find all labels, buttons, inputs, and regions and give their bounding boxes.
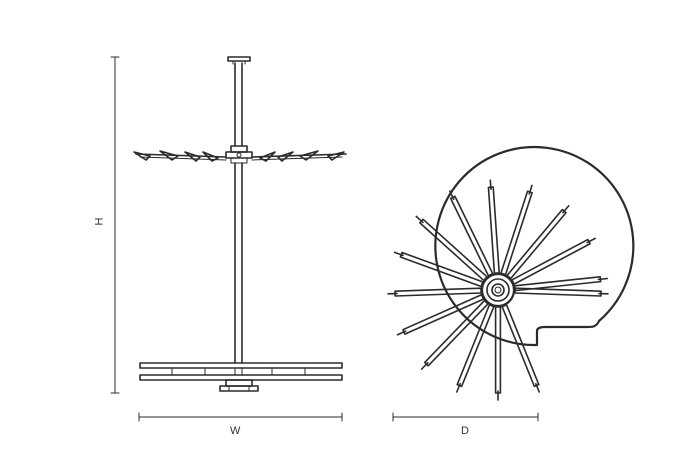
- baluster-tick: [586, 237, 596, 244]
- elevation-view: [110, 56, 347, 422]
- height-label: H: [93, 217, 106, 226]
- base-foot: [219, 379, 259, 392]
- plan-view: [387, 145, 635, 422]
- height-dimension-line: [110, 56, 120, 394]
- center-hub: [480, 272, 516, 308]
- depth-dimension-line: [392, 412, 539, 422]
- baluster-tick: [393, 251, 404, 257]
- baluster-tick: [562, 204, 570, 214]
- baluster-tick: [420, 361, 429, 370]
- tread: [511, 238, 591, 285]
- baluster-tick: [396, 330, 407, 336]
- outer-rim: [434, 145, 635, 347]
- baluster-tick: [528, 184, 533, 195]
- baluster-tick: [415, 215, 424, 224]
- tread: [394, 287, 482, 297]
- width-label: W: [230, 425, 241, 437]
- upper-spokes: [133, 150, 347, 162]
- treads-group: [387, 179, 609, 401]
- lower-tray: [139, 362, 343, 381]
- tread: [514, 287, 602, 297]
- baluster-tick: [489, 179, 492, 191]
- baluster-tick: [535, 382, 541, 393]
- baluster-tick: [455, 382, 461, 393]
- upper-pole: [234, 62, 243, 147]
- width-dimension-line: [138, 412, 343, 422]
- tread: [494, 306, 502, 394]
- upper-hub: [225, 145, 253, 164]
- tread: [487, 186, 501, 275]
- tread: [500, 190, 533, 276]
- baluster-tick: [448, 190, 455, 201]
- depth-label: D: [461, 425, 469, 437]
- ceiling-cap: [227, 56, 251, 65]
- main-pole: [234, 162, 243, 364]
- baluster-tick: [597, 277, 609, 281]
